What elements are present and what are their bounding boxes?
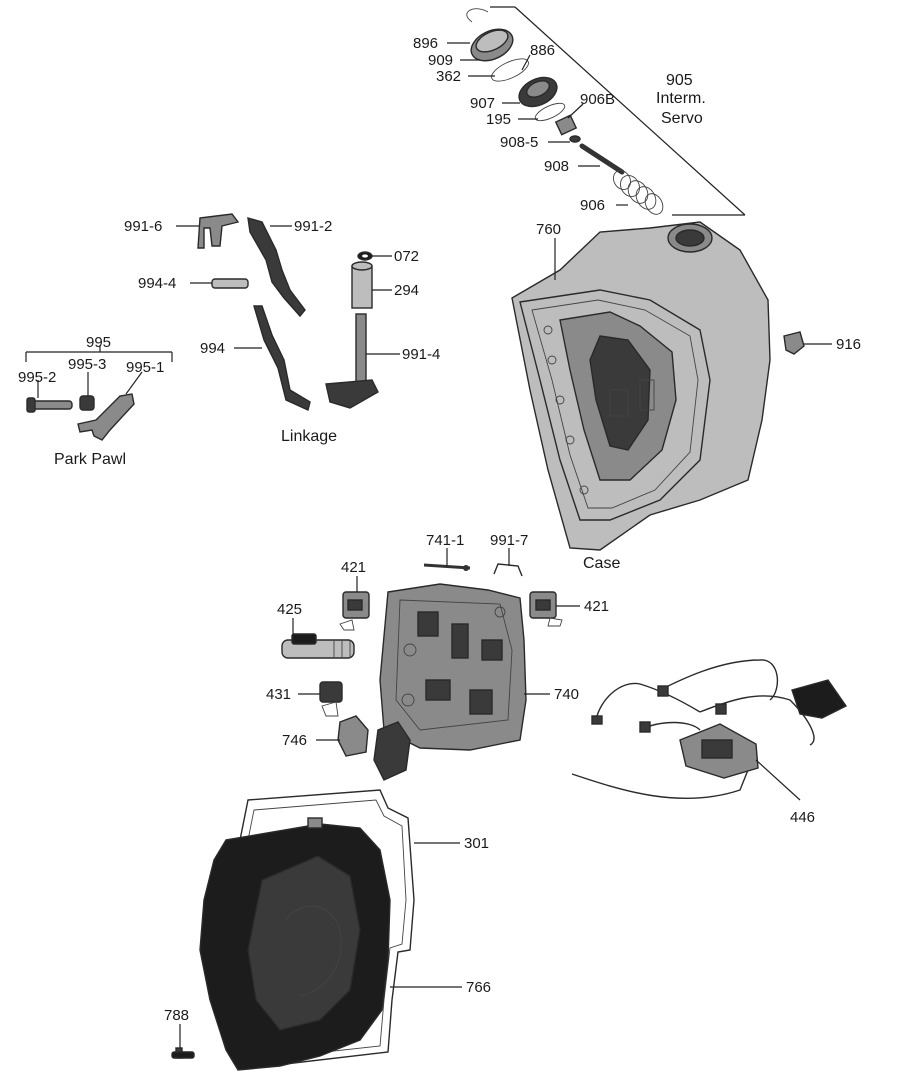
sleeve-294: [351, 265, 373, 309]
label-994: 994: [200, 340, 225, 357]
label-760: 760: [536, 221, 561, 238]
label-896: 896: [413, 35, 438, 52]
label-905: 905: [666, 72, 693, 89]
park-pawl-assembly: 995 995-2 995-3 995-1 Park Pawl: [18, 334, 173, 468]
label-908: 908: [544, 158, 569, 175]
label-421-left: 421: [341, 559, 366, 576]
label-907: 907: [470, 95, 495, 112]
label-294: 294: [394, 282, 419, 299]
label-362: 362: [436, 68, 461, 85]
group-linkage: Linkage: [281, 428, 337, 445]
snap-ring-896: [466, 8, 489, 23]
label-446: 446: [790, 809, 815, 826]
wiring-harness-446: 446: [571, 659, 848, 826]
label-195: 195: [486, 111, 511, 128]
label-908-5: 908-5: [500, 134, 538, 151]
pan-bolt-788: [171, 1047, 195, 1059]
label-991-6: 991-6: [124, 218, 162, 235]
label-788: 788: [164, 1007, 189, 1024]
rod-994: [253, 305, 311, 411]
group-servo-line2: Servo: [661, 110, 703, 127]
label-886: 886: [530, 42, 555, 59]
label-766: 766: [466, 979, 491, 996]
label-991-7: 991-7: [490, 532, 528, 549]
pin-995-2: [29, 400, 73, 410]
label-741-1: 741-1: [426, 532, 464, 549]
o-ring-362: [491, 58, 529, 82]
label-421-right: 421: [584, 598, 609, 615]
vent-916: [783, 331, 805, 355]
label-991-2: 991-2: [294, 218, 332, 235]
pin-908: [579, 143, 625, 175]
label-991-4: 991-4: [402, 346, 440, 363]
label-906b: 906B: [580, 91, 615, 108]
clip-991-7: [493, 563, 523, 577]
label-995: 995: [86, 334, 111, 351]
label-072: 072: [394, 248, 419, 265]
solenoid-425: [281, 633, 355, 659]
oil-pan-assembly: 301 766 788: [164, 789, 491, 1071]
label-740: 740: [554, 686, 579, 703]
label-431: 431: [266, 686, 291, 703]
group-case: Case: [583, 555, 620, 572]
label-301: 301: [464, 835, 489, 852]
bracket-991-6: [197, 213, 240, 249]
label-994-4: 994-4: [138, 275, 176, 292]
label-425: 425: [277, 601, 302, 618]
washer-908-5: [569, 135, 581, 143]
interm-servo-assembly: 896 909 362 886 907 195 906B 908-5 908 9…: [413, 6, 746, 216]
cover-746: [337, 715, 369, 757]
label-995-3: 995-3: [68, 356, 106, 373]
sensor-431: [319, 681, 343, 717]
transmission-case: 760 916 Case: [511, 221, 861, 572]
solenoid-421-right: [529, 591, 563, 627]
lever-991-2: [247, 217, 306, 318]
shaft-991-4: [355, 313, 367, 385]
spring-906b: [554, 114, 578, 136]
linkage-assembly: 991-6 991-2 072 294 994-4 994 991-4 Link…: [124, 213, 440, 445]
label-746: 746: [282, 732, 307, 749]
pawl-995-1: [77, 393, 135, 441]
label-906: 906: [580, 197, 605, 214]
label-916: 916: [836, 336, 861, 353]
valve-body-assembly: 741-1 991-7 421 421 425 431 746 740: [266, 532, 609, 781]
group-park-pawl: Park Pawl: [54, 451, 126, 468]
return-spring-906: [613, 170, 664, 215]
label-995-2: 995-2: [18, 369, 56, 386]
label-909: 909: [428, 52, 453, 69]
spring-995-3: [79, 395, 95, 411]
group-servo-line1: Interm.: [656, 90, 706, 107]
label-995-1: 995-1: [126, 359, 164, 376]
detent-spring-741-1: [423, 563, 471, 570]
solenoid-421-left: [339, 591, 370, 631]
pin-994-4: [211, 278, 249, 289]
valve-body-740: [373, 583, 527, 781]
